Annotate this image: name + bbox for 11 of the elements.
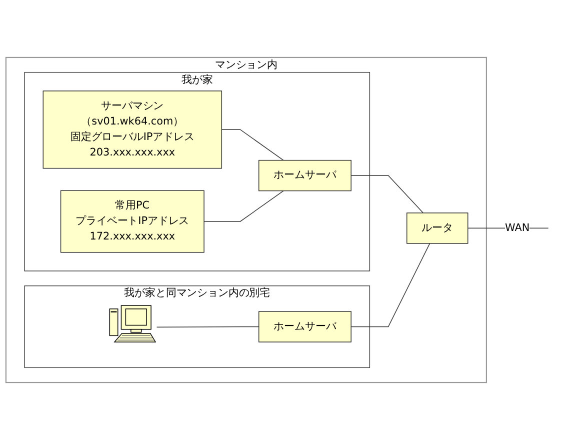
node-box: ホームサーバ (258, 311, 352, 342)
node-box: ホームサーバ (258, 160, 352, 192)
connector (350, 243, 430, 328)
edge-label: WAN (505, 222, 530, 234)
node-box: 常用PC プライベートIPアドレス 172.xxx.xxx.xxx (60, 190, 204, 253)
connector (156, 326, 260, 328)
node-box: サーバマシン（sv01.wk64.com） 固定グローバルIPアドレス 203.xxx.xxx.xxx (42, 90, 222, 169)
connector (221, 129, 284, 161)
connector (204, 190, 284, 222)
connector (350, 175, 424, 214)
node-box: ルータ (406, 212, 468, 244)
